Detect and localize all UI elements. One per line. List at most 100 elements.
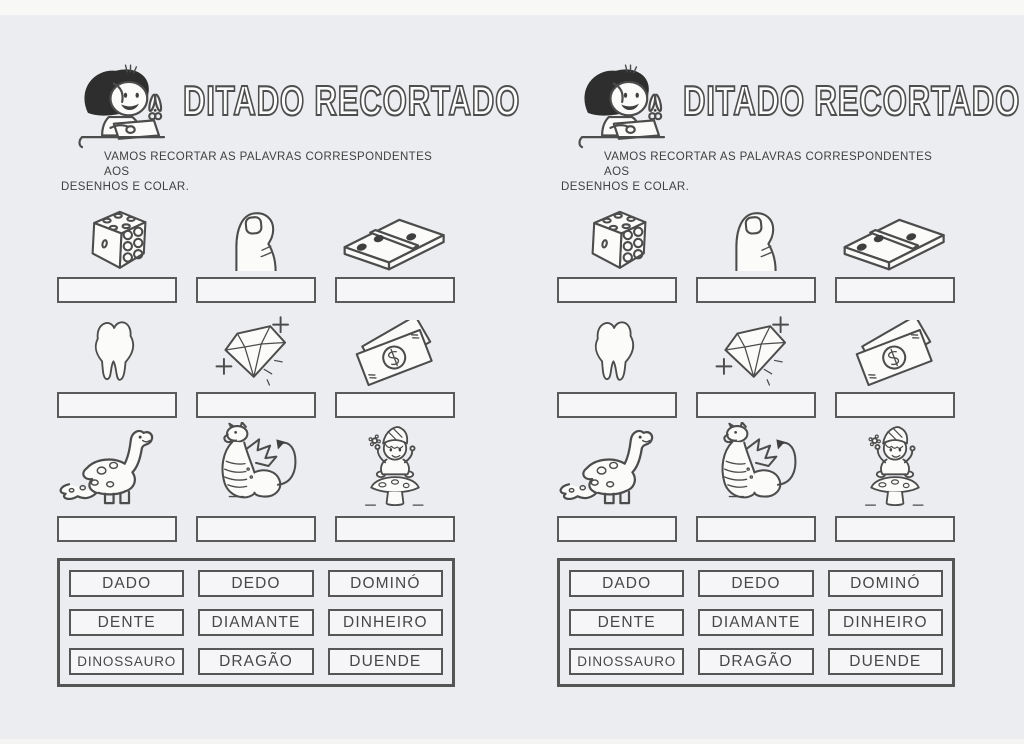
tooth-icon [594,321,635,381]
dice-icon [591,210,647,269]
word-card-dinheiro: DINHEIRO [827,609,943,636]
picture-cell-dado [557,207,677,303]
domino-picture [335,207,455,271]
monica-cutting-paper-icon [78,64,166,149]
dice-picture [57,207,177,271]
picture-cell-dado [57,207,177,303]
word-card-duende: DUENDE [827,648,943,675]
dice-picture [557,207,677,271]
word-card-dente: DENTE [569,609,685,636]
dragon-icon [721,422,797,499]
finger-icon [235,212,277,271]
answer-box-dragao [696,516,816,542]
instructions: VAMOS RECORTAR AS PALAVRAS CORRESPONDENT… [57,150,455,195]
answer-box-dente [57,392,177,418]
word-card-duende: DUENDE [327,648,443,675]
domino-icon [843,218,945,271]
picture-cell-domino [835,207,955,303]
word-card-dado: DADO [569,570,685,597]
word-bank: DADO DEDO DOMINÓ DENTE DIAMANTE DINHEIRO… [557,558,955,687]
picture-cell-dente [557,310,677,418]
answer-box-dinossauro [557,516,677,542]
title-wrap: DITADO RECORTADO [182,77,615,125]
picture-cell-diamante [696,310,816,418]
worksheet-page: DITADO RECORTADO VAMOS RECORTAR AS PALAV… [557,60,1020,687]
picture-cell-dedo [696,207,816,303]
word-card-domino: DOMINÓ [827,570,943,597]
tooth-icon [94,321,135,381]
answer-box-dado [557,277,677,303]
instructions-line1: VAMOS RECORTAR AS PALAVRAS CORRESPONDENT… [604,151,933,178]
answer-box-dinheiro [335,392,455,418]
finger-icon [735,212,777,271]
diamond-icon [715,316,790,386]
word-bank: DADO DEDO DOMINÓ DENTE DIAMANTE DINHEIRO… [57,558,455,687]
picture-cell-dinossauro [557,425,677,542]
dinosaur-picture [57,425,177,510]
money-picture [835,310,955,386]
scan-edge-top [0,0,1024,15]
word-card-dinheiro: DINHEIRO [327,609,443,636]
instructions-line2: DESENHOS E COLAR. [61,181,190,193]
answer-box-duende [835,516,955,542]
finger-picture [696,207,816,271]
word-card-dedo: DEDO [698,570,814,597]
instructions-line1: VAMOS RECORTAR AS PALAVRAS CORRESPONDENT… [104,151,433,178]
page-title: DITADO RECORTADO [182,77,521,125]
picture-cell-dinheiro [835,310,955,418]
answer-box-domino [335,277,455,303]
domino-picture [835,207,955,271]
tooth-picture [557,310,677,386]
answer-box-dedo [196,277,316,303]
answer-box-domino [835,277,955,303]
word-card-dente: DENTE [69,609,185,636]
money-icon [855,320,933,386]
word-card-diamante: DIAMANTE [198,609,314,636]
scan-edge-bottom [0,739,1024,744]
picture-cell-dragao [696,422,816,542]
dice-icon [91,210,147,269]
title-wrap: DITADO RECORTADO [682,77,1024,125]
diamond-icon [215,316,290,386]
domino-icon [343,218,445,271]
answer-box-diamante [696,392,816,418]
answer-box-dedo [696,277,816,303]
dragon-icon [221,422,297,499]
instructions-line2: DESENHOS E COLAR. [561,181,690,193]
picture-cell-dente [57,310,177,418]
word-card-dedo: DEDO [198,570,314,597]
monica-cutting-paper-icon [578,64,666,149]
picture-cell-diamante [196,310,316,418]
elf-picture [335,425,455,510]
answer-box-dragao [196,516,316,542]
dragon-picture [196,422,316,510]
picture-cell-dinossauro [57,425,177,542]
word-card-dragao: DRAGÃO [698,648,814,675]
word-card-dinossauro: DINOSSAURO [69,648,185,675]
dinosaur-icon [559,429,654,505]
worksheet-header: DITADO RECORTADO [557,60,1020,149]
tooth-picture [57,310,177,386]
picture-cell-duende [335,425,455,542]
page-title: DITADO RECORTADO [682,77,1021,125]
worksheet-page: DITADO RECORTADO VAMOS RECORTAR AS PALAV… [57,60,520,687]
diamond-picture [196,310,316,386]
answer-box-dado [57,277,177,303]
word-card-dinossauro: DINOSSAURO [569,648,685,675]
dinosaur-icon [59,429,154,505]
picture-cell-dedo [196,207,316,303]
worksheet-header: DITADO RECORTADO [57,60,520,149]
answer-box-dinheiro [835,392,955,418]
picture-cell-duende [835,425,955,542]
instructions: VAMOS RECORTAR AS PALAVRAS CORRESPONDENT… [557,150,955,195]
word-card-dragao: DRAGÃO [198,648,314,675]
answer-box-duende [335,516,455,542]
picture-cell-dragao [196,422,316,542]
word-card-diamante: DIAMANTE [698,609,814,636]
picture-grid [57,207,455,549]
elf-picture [835,425,955,510]
diamond-picture [696,310,816,386]
word-card-domino: DOMINÓ [327,570,443,597]
money-picture [335,310,455,386]
